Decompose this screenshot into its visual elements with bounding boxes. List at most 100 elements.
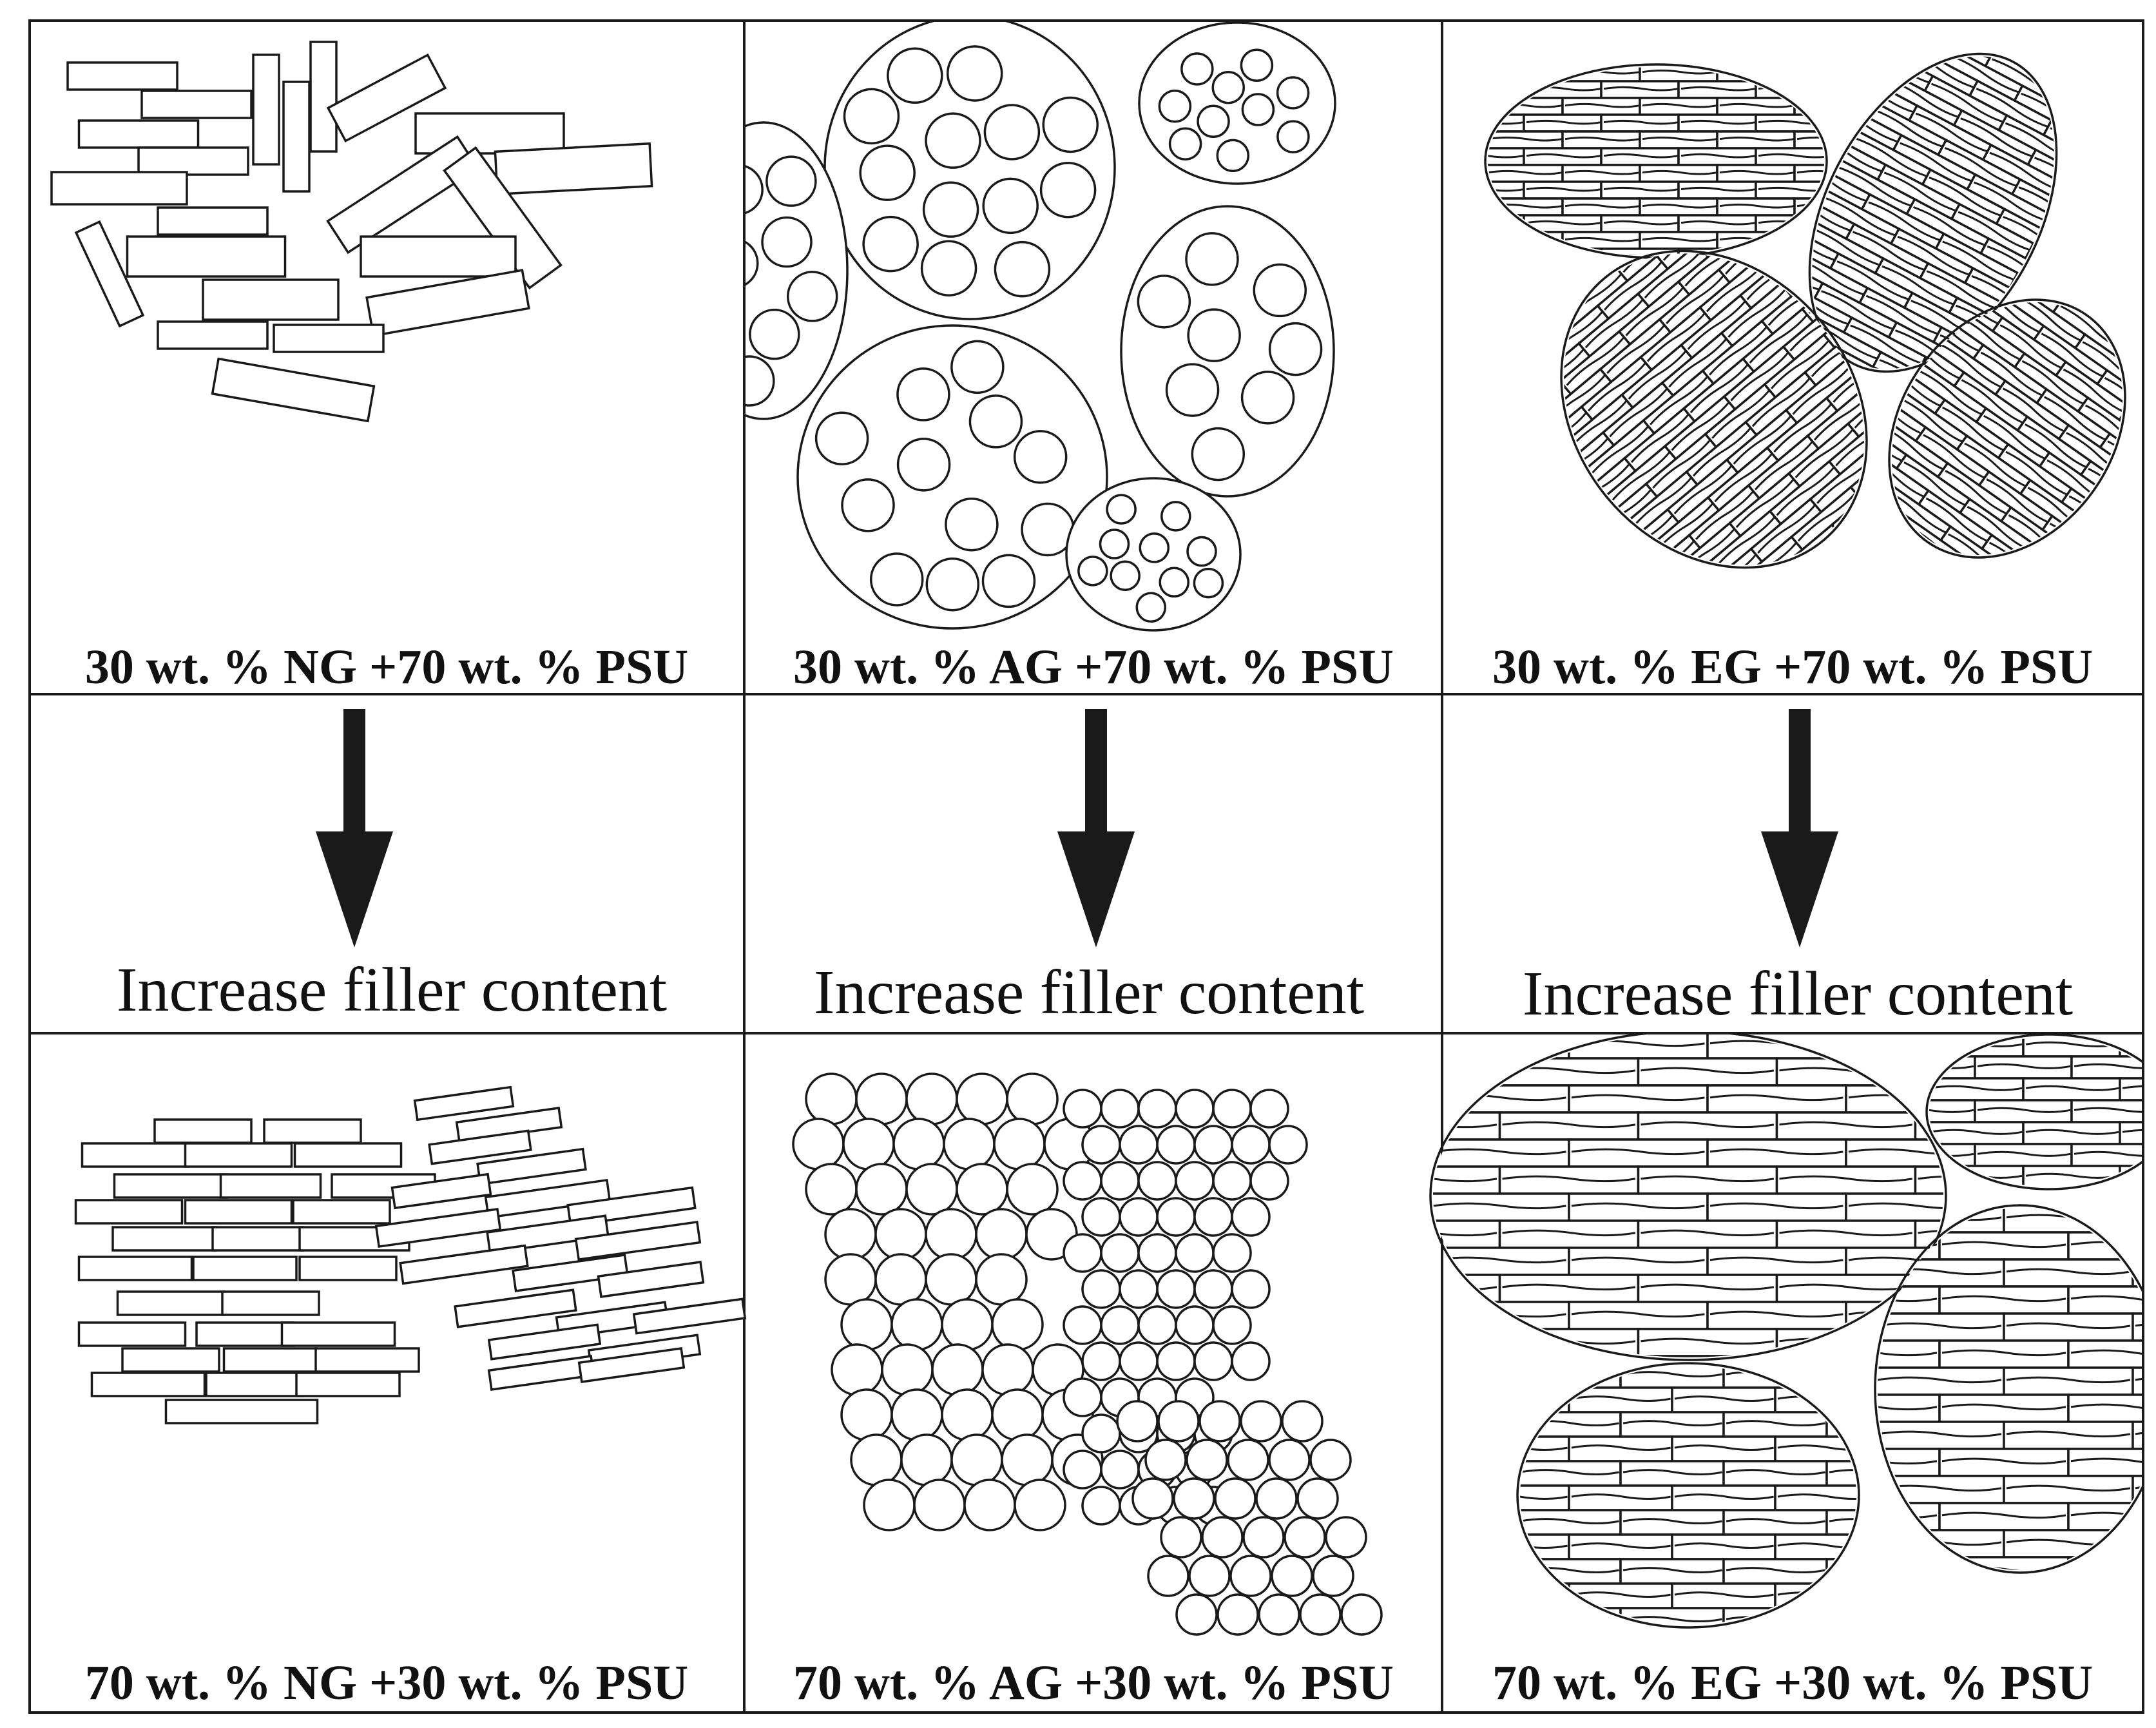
eg-sheet-wave (1900, 142, 1972, 182)
eg-sheet-wave (1295, 1149, 1427, 1154)
ag-particle (1081, 1413, 1121, 1453)
eg-sheet-wave (1501, 398, 1525, 448)
label-ag-low: 30 wt. % AG +70 wt. % PSU (793, 640, 1394, 694)
eg-sheet-wave (1692, 427, 1751, 477)
eg-sheet (1775, 1057, 1917, 1087)
eg-sheet-wave (1564, 203, 1640, 209)
ag-particle (1193, 1125, 1233, 1165)
ag-particle (1201, 1516, 1244, 1558)
eg-sheet-wave (2070, 1295, 2142, 1303)
ag-particle (1296, 1477, 1339, 1520)
ag-particle (956, 1073, 1008, 1125)
ag-particle (1081, 1197, 1121, 1237)
ag-particle (869, 552, 924, 607)
eg-sheet-wave (1796, 136, 1824, 142)
ag-particle (1131, 1477, 1174, 1520)
graphite-flake (374, 1207, 502, 1248)
ag-particle (983, 104, 1041, 160)
graphite-flake (326, 135, 479, 255)
ag-particle (1119, 1125, 1159, 1165)
eg-sheet-wave (1779, 1121, 1913, 1129)
graphite-flake (487, 1355, 595, 1391)
ag-particle (761, 216, 813, 268)
eg-sheet-wave (2122, 1172, 2142, 1179)
eg-sheet (1793, 164, 1824, 183)
eg-sheet-wave (1912, 206, 1985, 246)
eg-sheet-wave (1735, 479, 1795, 529)
ag-particle (1229, 1555, 1272, 1597)
eg-sheet-wave (1941, 1457, 2066, 1465)
ag-particle (859, 144, 916, 201)
eg-sheet-wave (2021, 360, 2084, 405)
eg-sheet (1292, 1302, 1430, 1329)
eg-sheet-wave (1878, 1376, 2002, 1384)
eg-sheet-wave (1709, 1148, 1843, 1156)
ag-particle (1137, 275, 1191, 329)
eg-sheet-wave (2074, 1107, 2142, 1113)
eg-sheet-wave (1617, 578, 1676, 626)
ag-particle (1193, 567, 1224, 599)
eg-sheet (2024, 242, 2104, 300)
ag-particle (1253, 263, 1307, 318)
eg-sheet (2055, 182, 2104, 240)
eg-sheet (2132, 1366, 2142, 1396)
ag-particle (968, 394, 1023, 449)
eg-sheet (1619, 1558, 1725, 1585)
ag-particle (1014, 1479, 1066, 1531)
eg-sheet-wave (1520, 1542, 1568, 1549)
eg-sheet-wave (1571, 1094, 1705, 1102)
eg-sheet-wave (1976, 88, 2048, 128)
eg-sheet-wave (1488, 170, 1563, 175)
eg-sheet (1609, 571, 1683, 626)
ag-particle (991, 1298, 1044, 1351)
eg-sheet-wave (1709, 1094, 1843, 1102)
eg-sheet-wave (1295, 1041, 1427, 1046)
graphite-flake (211, 1226, 304, 1252)
label-ag-high: 70 wt. % AG +30 wt. % PSU (793, 1656, 1394, 1710)
eg-sheet-wave (1719, 170, 1795, 175)
eg-sheet-wave (1929, 1085, 2023, 1091)
ag-particle (1325, 1516, 1367, 1558)
ag-particle (1258, 1593, 1300, 1636)
eg-aggregate (1874, 1204, 2142, 1574)
eg-sheet-wave (1509, 450, 1568, 500)
eg-sheet-wave (1603, 119, 1679, 125)
eg-sheet-wave (2145, 385, 2156, 431)
ag-particle (1100, 1450, 1140, 1490)
eg-sheet-wave (1641, 1175, 1775, 1183)
eg-aggregate (1417, 1362, 1860, 1629)
eg-sheet-wave (2030, 550, 2092, 595)
ag-particle (1188, 1555, 1231, 1597)
eg-aggregate-layers (1878, 1208, 2142, 1570)
eg-sheet (1488, 80, 1525, 99)
eg-sheet-wave (1642, 170, 1717, 175)
eg-sheet (2067, 1285, 2142, 1315)
ag-particle (1268, 1439, 1311, 1481)
eg-sheet (1501, 316, 1570, 382)
eg-sheet-wave (2006, 1268, 2131, 1276)
ag-particle (1255, 1477, 1298, 1520)
ag-particle (1240, 1400, 1282, 1442)
eg-sheet-wave (1417, 1470, 1516, 1475)
ag-particle (842, 1118, 895, 1170)
ag-particle (1212, 1161, 1252, 1201)
graphite-flake (77, 1321, 187, 1347)
eg-sheet-wave (2006, 1376, 2131, 1384)
eg-sheet (1501, 379, 1573, 445)
eg-sheet (1501, 417, 1554, 483)
eg-sheet (2132, 1421, 2142, 1450)
eg-sheet-wave (1779, 1229, 1913, 1237)
graphite-flake (486, 1214, 610, 1254)
eg-sheet-wave (1625, 287, 1684, 336)
graphite-flake (632, 1297, 747, 1335)
eg-sheet-wave (1488, 119, 1524, 125)
eg-sheet-wave (1708, 326, 1767, 376)
eg-aggregate-layers (1417, 1366, 1856, 1625)
ag-particle (855, 1163, 908, 1216)
eg-sheet (1408, 98, 1485, 115)
eg-sheet (1501, 365, 1511, 432)
eg-sheet-wave (1773, 403, 1832, 453)
ag-particle (913, 1479, 966, 1531)
eg-sheet-wave (1900, 398, 1963, 443)
eg-sheet-wave (1695, 490, 1754, 540)
